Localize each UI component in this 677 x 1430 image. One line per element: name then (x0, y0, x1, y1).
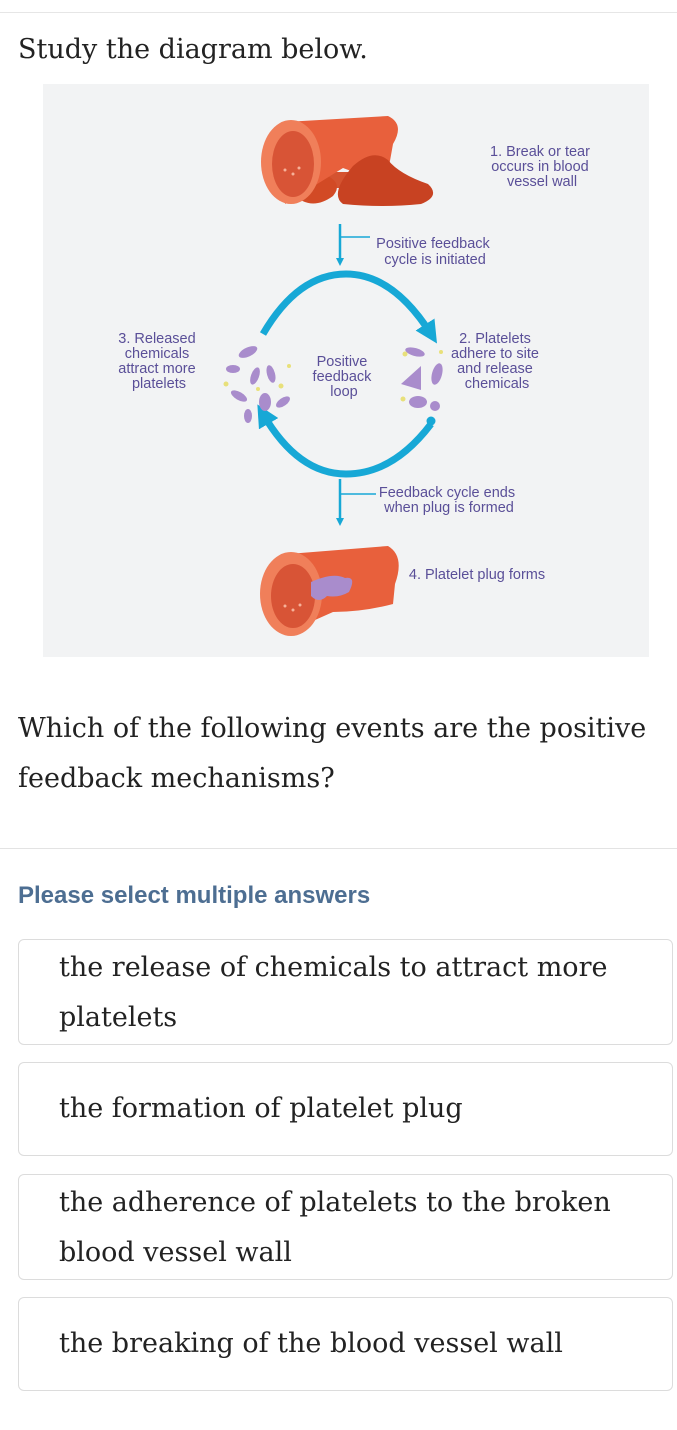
answer-option-1[interactable]: the release of chemicals to attract more… (18, 939, 673, 1045)
label-step-1: 1. Break or tear occurs in blood vessel … (490, 144, 594, 190)
answer-option-2[interactable]: the formation of platelet plug (18, 1062, 673, 1156)
label-step-2: 2. Platelets adhere to site and release … (451, 331, 543, 392)
label-step-3: 3. Released chemicals attract more plate… (118, 331, 199, 392)
feedback-diagram: 1. Break or tear occurs in blood vessel … (43, 84, 649, 657)
question-text: Which of the following events are the po… (18, 713, 647, 794)
answer-option-label: the adherence of platelets to the broken… (59, 1187, 611, 1268)
sealed-vessel-icon (260, 546, 399, 636)
answer-option-label: the breaking of the blood vessel wall (59, 1328, 563, 1359)
top-divider (0, 12, 677, 13)
platelets-right-icon (400, 347, 443, 426)
platelets-left-icon (223, 346, 291, 423)
answer-option-3[interactable]: the adherence of platelets to the broken… (18, 1174, 673, 1280)
label-cycle-initiated: Positive feedback cycle is initiated (376, 236, 494, 268)
instruction-text: Please select multiple answers (18, 882, 371, 909)
broken-vessel-icon (261, 116, 434, 206)
prompt-text: Study the diagram below. (18, 34, 368, 65)
label-step-4: 4. Platelet plug forms (409, 567, 545, 583)
cycle-arrows-icon (257, 270, 437, 478)
answer-option-4[interactable]: the breaking of the blood vessel wall (18, 1297, 673, 1391)
section-divider (0, 848, 677, 849)
label-feedback-loop: Positive feedback loop (313, 354, 376, 400)
label-cycle-ends: Feedback cycle ends when plug is formed (379, 485, 519, 516)
arrow-down-icon (335, 224, 370, 267)
diagram-illustration: 1. Break or tear occurs in blood vessel … (118, 116, 594, 636)
arrow-down-icon (335, 479, 376, 527)
answer-option-label: the release of chemicals to attract more… (59, 952, 608, 1033)
answer-option-label: the formation of platelet plug (59, 1093, 463, 1124)
